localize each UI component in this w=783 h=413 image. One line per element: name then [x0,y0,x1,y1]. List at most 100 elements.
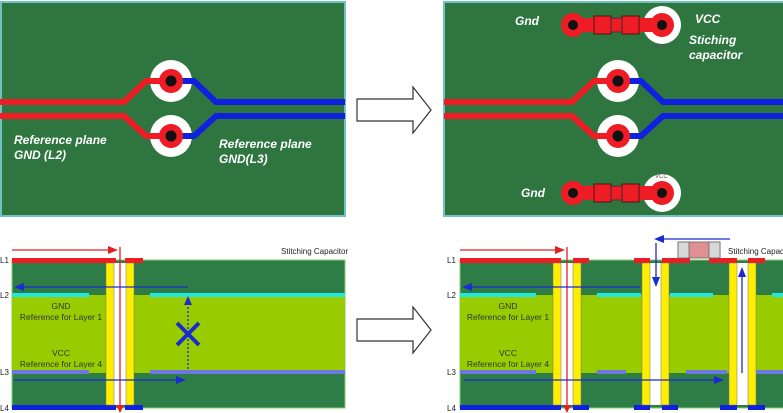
top-left-pcb-view: Reference plane GND (L2) Reference plane… [0,0,350,220]
gnd-label-bottom: Gnd [521,186,546,200]
l1-copper [709,258,737,263]
gnd-plane-sublabel: Reference for Layer 1 [467,312,549,322]
gnd-plane-sublabel: Reference for Layer 1 [20,312,102,322]
stitching-via-barrel [660,262,670,406]
layer-label-l4: L4 [0,404,9,413]
stitching-cap-label-2: capacitor [689,48,744,62]
via-barrel [105,262,115,406]
vcc-plane-sublabel: Reference for Layer 4 [467,359,549,369]
arrowhead-icon [738,267,746,277]
vcc-pad-tag: VCC [655,174,668,180]
capacitor-terminal [677,241,690,259]
cap-pad [593,183,612,203]
dielectric-core [12,295,345,373]
stitching-capacitor-title: Stitching Capacitor [281,247,348,256]
layer-label-l2: L2 [0,291,9,300]
ref-plane-right-label: Reference plane [219,137,312,151]
gnd-plane-label: GND [52,301,71,311]
stitching-cap-label: Stiching [689,33,737,47]
l4-copper [662,405,678,410]
top-left-pcb-svg: Reference plane GND (L2) Reference plane… [0,1,346,217]
cap-trace [573,18,663,32]
via-barrel [125,262,135,406]
via-barrel [572,262,582,406]
gnd-label-top: Gnd [515,14,540,28]
right-arrow-icon [356,85,432,135]
l4-copper [460,405,561,410]
arrowhead-icon [654,235,664,243]
pcb-board [0,1,346,217]
l2-gnd-plane [12,293,89,297]
layer-label-l1: L1 [447,256,456,265]
transition-arrow-bottom [355,305,435,355]
l4-copper [748,405,765,410]
stitching-via-barrel [641,262,651,406]
trace-top-layer [0,78,171,105]
l3-vcc-plane [460,370,536,374]
gnd-via-hole [568,20,578,30]
bottom-right-stackup: L1 L2 L3 L4 Stitching Capac GND Referenc… [440,235,783,413]
l2-gnd-plane [150,293,345,297]
blocked-x-icon [175,321,201,347]
l1-copper [662,258,690,263]
stitching-via-barrel [728,262,738,406]
l4-copper [573,405,589,410]
gnd-via-hole [568,188,578,198]
l1-copper [634,258,650,263]
l4-copper [720,405,737,410]
layer-label-l1: L1 [0,256,9,265]
l1-copper [748,258,765,263]
via-hole [612,130,624,142]
gnd-plane-label: GND [499,301,518,311]
right-arrow-icon [356,305,432,355]
vcc-via-hole [657,20,667,30]
l2-gnd-plane [772,293,783,297]
layer-label-l4: L4 [447,404,456,413]
ref-plane-right-layer: GND(L3) [219,152,268,166]
stitching-capacitor-title: Stitching Capac [728,247,783,256]
bottom-left-stackup: L1 L2 L3 L4 Stitching Capacitor GND Refe… [0,235,350,413]
via-hole [612,75,624,87]
capacitor-body [610,185,623,201]
via-hole [165,75,177,87]
trace-top-layer [0,113,171,139]
ref-plane-left-label: Reference plane [14,133,107,147]
arrowhead-icon [652,277,660,287]
cap-pad [593,15,612,35]
top-right-pcb-view: Gnd VCC VCC Stiching capacitor VCC Gnd [440,0,783,220]
vcc-pad-tag: VCC [655,44,666,50]
ref-plane-left-layer: GND (L2) [14,148,66,162]
cap-trace [573,186,663,200]
arrowhead-icon [555,246,565,254]
capacitor-body [610,17,623,33]
arrowhead-icon [184,296,192,305]
l3-vcc-plane [756,370,783,374]
l1-copper [573,258,589,263]
l3-vcc-plane [686,370,727,374]
transition-arrow-top [355,85,435,135]
stackup-svg: L1 L2 L3 L4 Stitching Capacitor GND Refe… [0,246,348,413]
arrowhead-icon [462,283,472,291]
cap-pad [621,183,640,203]
stitching-via-barrel [747,262,757,406]
l2-gnd-plane [460,293,536,297]
vcc-label-top: VCC [695,12,721,26]
l3-vcc-plane [597,370,626,374]
l3-vcc-plane [12,370,89,374]
l1-copper [460,258,561,263]
l3-vcc-plane [150,370,345,374]
stackup-svg: L1 L2 L3 L4 Stitching Capac GND Referenc… [447,235,783,413]
layer-label-l3: L3 [0,368,9,377]
arrowhead-icon [14,283,24,291]
cap-pad [621,15,640,35]
vcc-via-hole [657,188,667,198]
pcb-board [443,1,783,217]
arrowhead-icon [714,376,724,384]
vcc-plane-label: VCC [52,348,70,358]
l2-gnd-plane [670,293,713,297]
l2-gnd-plane [597,293,641,297]
layer-label-l3: L3 [447,368,456,377]
vcc-plane-label: VCC [499,348,517,358]
vcc-plane-sublabel: Reference for Layer 4 [20,359,102,369]
l4-copper [634,405,650,410]
